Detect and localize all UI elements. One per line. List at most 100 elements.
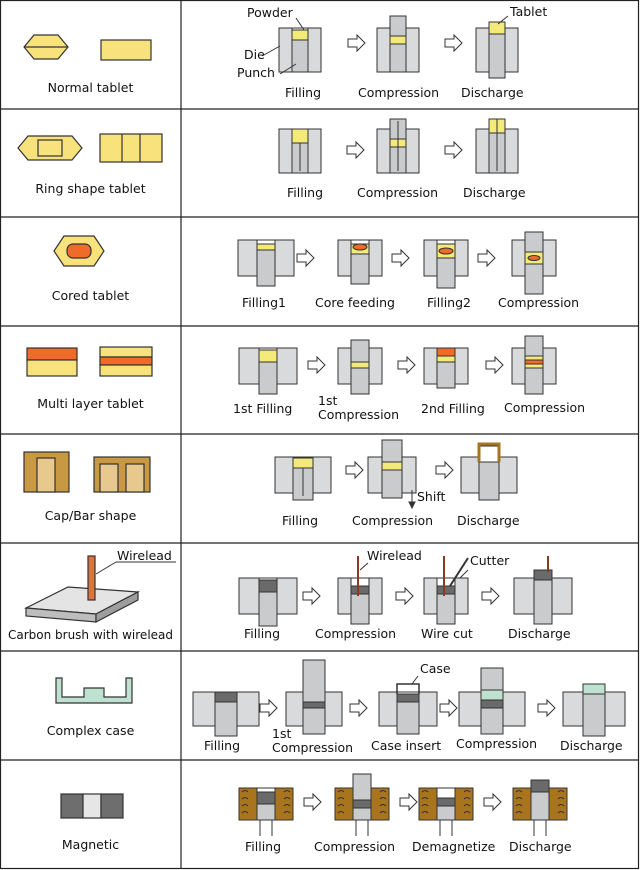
lower-punch (436, 805, 456, 821)
coil-winding (379, 797, 387, 800)
coil-winding (337, 790, 345, 793)
case-part (396, 683, 420, 694)
coil-winding (557, 797, 565, 800)
multi-layer-tablet-icon (26, 346, 153, 377)
leader-wirelead-icon-2 (95, 561, 117, 575)
step-arrow (477, 248, 496, 268)
process-station (238, 347, 298, 395)
step-arrow (485, 355, 504, 375)
row-label-ring-tablet: Ring shape tablet (35, 181, 146, 196)
leader-case (411, 675, 419, 685)
step-arrow (302, 586, 321, 606)
step-arrow (395, 586, 414, 606)
process-station (337, 577, 383, 625)
coil-winding (421, 790, 429, 793)
step-arrow (307, 355, 326, 375)
step-arrow (391, 248, 410, 268)
row-label-complex-case: Complex case (46, 723, 135, 738)
step-label: Filling1 (242, 295, 286, 310)
annotation-tablet: Tablet (510, 4, 548, 19)
case-part (582, 683, 606, 695)
step-label: Discharge (508, 626, 571, 641)
process-station (238, 787, 294, 836)
brush (350, 585, 370, 595)
coil-winding (463, 804, 471, 807)
upper-punch (302, 659, 326, 703)
step-arrow (347, 33, 366, 53)
lower-punch (381, 469, 403, 499)
lower-punch (436, 257, 456, 289)
upper-punch (350, 339, 370, 363)
lower-punch (258, 591, 278, 627)
powder (292, 457, 314, 469)
coil-winding (283, 790, 291, 793)
coil-winding (379, 804, 387, 807)
coil-winding (337, 811, 345, 814)
coil-winding (515, 797, 523, 800)
step-label: 1st Filling (233, 401, 293, 416)
process-station (418, 787, 474, 836)
powder (291, 128, 309, 144)
leader-punch (279, 63, 297, 75)
coil-winding (421, 797, 429, 800)
lower-punch (533, 579, 553, 625)
powder (256, 243, 276, 251)
process-station (513, 569, 573, 625)
lower-punch (478, 461, 500, 501)
step-arrow (259, 698, 278, 718)
row-label-normal-tablet: Normal tablet (47, 80, 134, 95)
step-label: Discharge (560, 738, 623, 753)
annotation-case: Case (420, 661, 451, 676)
lower-punch (291, 39, 309, 73)
upper-punch (480, 667, 504, 691)
step-label: Compression (504, 400, 586, 415)
cap-part (477, 442, 501, 462)
lower-punch (350, 593, 370, 625)
part (352, 799, 372, 809)
step-arrow (346, 140, 365, 160)
carbon-powder (258, 579, 278, 593)
coil-winding (557, 790, 565, 793)
row-label-cap-bar: Cap/Bar shape (44, 508, 137, 523)
process-station (423, 239, 469, 289)
step-arrow (296, 248, 315, 268)
coil-winding (515, 804, 523, 807)
upper-punch (389, 15, 407, 37)
coil-winding (463, 797, 471, 800)
leader-powder (295, 17, 305, 31)
layer-2 (436, 347, 456, 357)
lower-punch (302, 707, 326, 735)
coil-winding (421, 811, 429, 814)
annotation-wirelead: Wirelead (367, 548, 422, 563)
step-label: Filling (282, 513, 319, 528)
coil-winding (283, 811, 291, 814)
coil-winding (515, 790, 523, 793)
process-figures (192, 15, 626, 836)
powder (214, 691, 238, 703)
core-pellet (527, 255, 541, 261)
coil-winding (241, 790, 249, 793)
part (302, 701, 326, 709)
step-label: Compression (358, 85, 440, 100)
lower-punch (352, 807, 372, 821)
coil-winding (557, 804, 565, 807)
part (396, 693, 420, 703)
step-label: Wire cut (421, 626, 473, 641)
upper-punch (524, 231, 544, 253)
coil-winding (515, 811, 523, 814)
process-station (278, 27, 322, 73)
process-station (192, 691, 260, 737)
coil-winding (241, 797, 249, 800)
step-label: Filling2 (427, 295, 471, 310)
step-label: Compression (352, 513, 434, 528)
lower-punch (350, 367, 370, 395)
leader-tablet (497, 15, 509, 25)
step-arrow (303, 792, 322, 812)
lower-punch (258, 361, 278, 395)
leader-wirelead (359, 562, 369, 571)
layer-2 (524, 359, 544, 365)
cap-discharged (478, 445, 500, 463)
layer (350, 361, 370, 369)
